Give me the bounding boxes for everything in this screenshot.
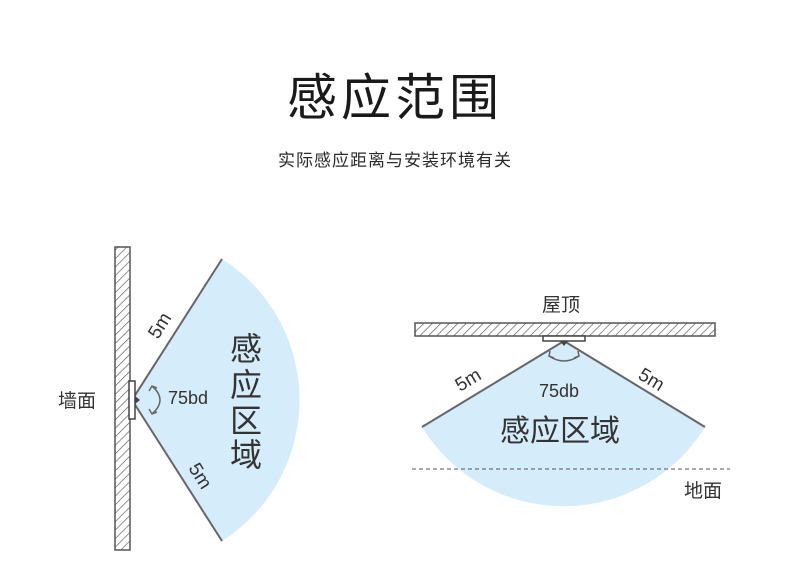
ground-label: 地面 <box>684 480 722 502</box>
wall-zone-char-2: 应 <box>230 367 262 403</box>
ceiling-sensor-lens <box>560 341 568 346</box>
ceiling-sensor <box>542 335 586 342</box>
wall-zone-char-4: 域 <box>230 437 262 473</box>
wall-angle-arrow-top <box>148 385 158 392</box>
ceiling <box>414 322 716 337</box>
wall-mount-diagram: 墙面 75bd 5m 5m 感 应 区 域 <box>58 246 300 551</box>
ceiling-angle-arrow-right <box>573 350 580 359</box>
wall <box>114 246 131 551</box>
wall-angle-arrow-bottom <box>148 408 158 415</box>
ceiling-angle-arrow-left <box>548 350 555 359</box>
ceiling-sensing-zone <box>422 341 705 507</box>
wall-zone-edge-top <box>131 258 223 401</box>
wall-zone-label: 感 应 区 域 <box>230 331 262 473</box>
ceiling-angle-label: 75db <box>539 381 579 401</box>
wall-zone-edge-bottom <box>131 399 223 542</box>
wall-sensor <box>128 380 136 420</box>
page-subtitle: 实际感应距离与安装环境有关 <box>278 151 512 170</box>
ceiling-zone-edge-right <box>563 340 706 428</box>
wall-angle-label: 75bd <box>168 388 208 408</box>
ceiling-zone-edge-left <box>421 340 565 428</box>
wall-sensor-lens <box>135 396 140 404</box>
wall-angle-arc <box>151 385 161 415</box>
page-title: 感应范围 <box>287 70 503 126</box>
wall-zone-char-3: 区 <box>230 403 262 439</box>
ceiling-zone-label: 感应区域 <box>500 415 620 448</box>
wall-sensing-zone <box>132 259 300 541</box>
ceiling-mount-diagram: 屋顶 75db 5m 5m 感应区域 地面 <box>412 295 730 507</box>
wall-zone-char-1: 感 <box>230 331 262 367</box>
wall-label: 墙面 <box>58 390 96 412</box>
ceiling-label: 屋顶 <box>542 295 580 316</box>
